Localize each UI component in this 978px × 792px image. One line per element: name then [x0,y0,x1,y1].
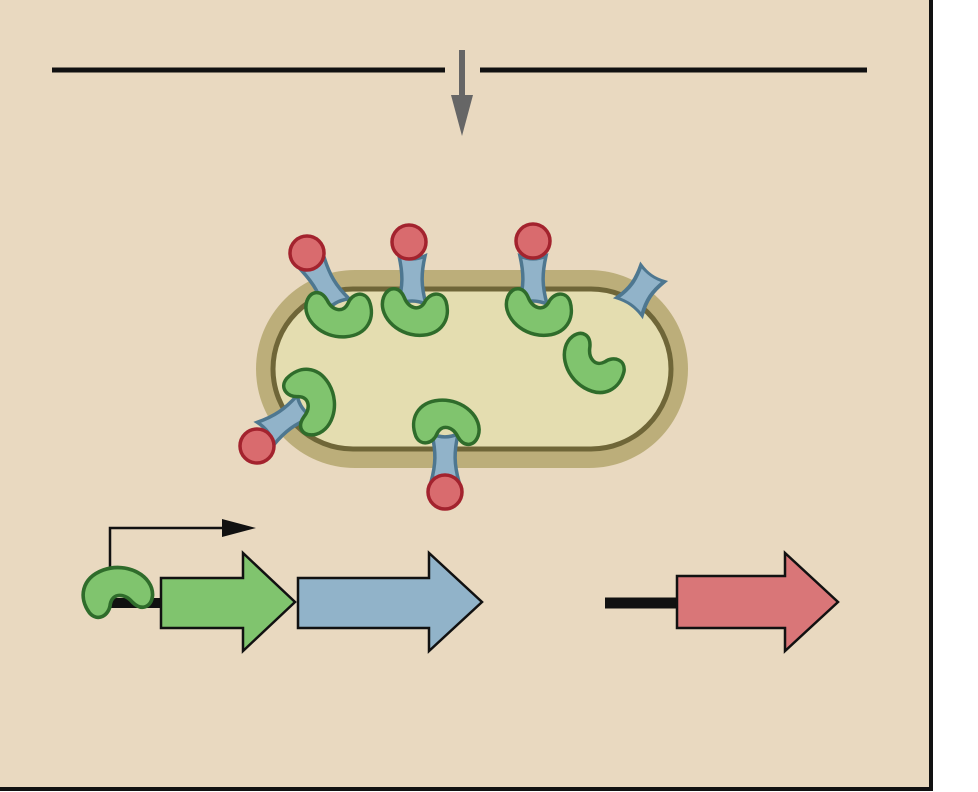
cell [256,270,688,468]
down-arrow-icon [451,50,473,136]
protein-complex [500,222,577,342]
protein-complex [376,223,453,342]
protein-complex [410,395,484,511]
gene-arrow-icon [675,550,840,654]
protein-complex [288,234,375,342]
gene-arrow-icon [296,550,484,654]
gene-arrow-icon [159,550,297,654]
promoter-arrow-icon [108,519,256,585]
protein-complex [238,360,346,465]
